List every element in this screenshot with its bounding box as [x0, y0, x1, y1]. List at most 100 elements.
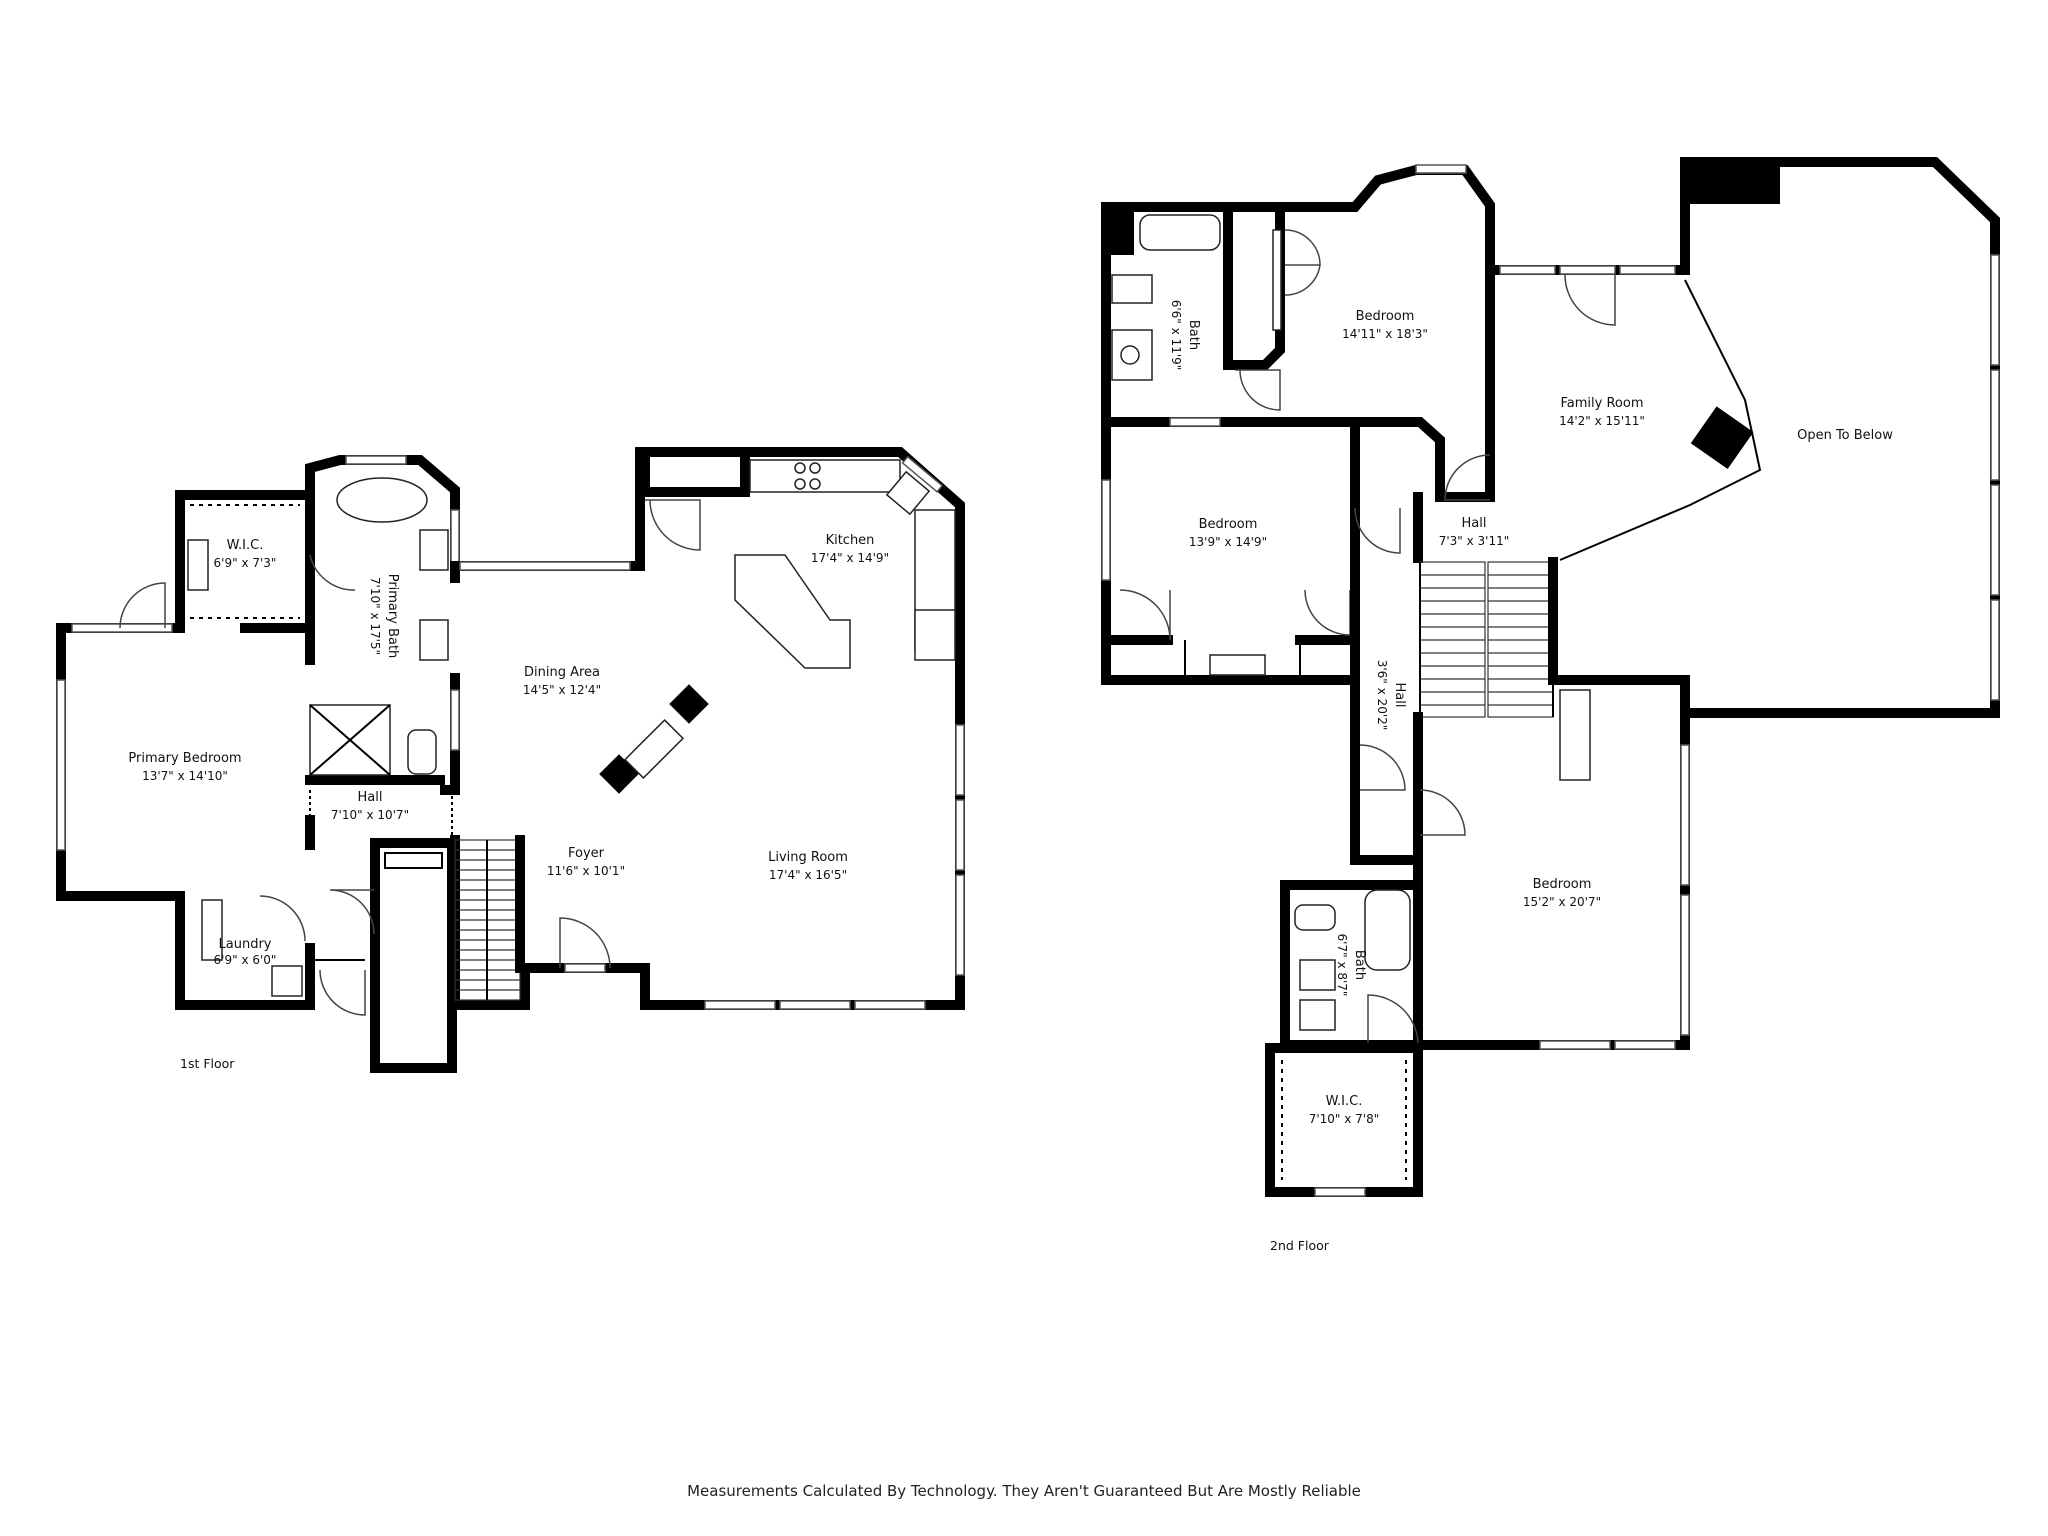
room-dims-kitchen: 17'4" x 14'9" [811, 551, 889, 565]
floor-label-second: 2nd Floor [1270, 1238, 1330, 1253]
measurement-disclaimer: Measurements Calculated By Technology. T… [687, 1482, 1361, 1500]
room-name-bedroom-right: Bedroom [1533, 877, 1592, 892]
shelf [187, 539, 209, 591]
room-dims-wic: 6'9" x 7'3" [214, 556, 277, 570]
room-dims-bath-lower: 6'7" x 8'7" [1335, 934, 1349, 997]
second-floor-plan [1101, 157, 2000, 1197]
room-dims-family-room: 14'2" x 15'11" [1559, 414, 1645, 428]
door-swing [1304, 589, 1351, 636]
room-name-wic: W.I.C. [227, 538, 264, 553]
window [1499, 265, 1556, 275]
window [1990, 484, 2000, 596]
window [459, 561, 631, 571]
floor-label-first: 1st Floor [180, 1056, 235, 1071]
door-swing [329, 889, 375, 935]
room-dims-wic-upper: 7'10" x 7'8" [1309, 1112, 1380, 1126]
sink-icon [419, 529, 449, 571]
room-name-foyer: Foyer [568, 846, 605, 861]
window [1680, 894, 1690, 1036]
window [1415, 164, 1467, 174]
staircase [454, 839, 521, 1001]
door-swing [1444, 454, 1491, 501]
room-name-dining-area: Dining Area [524, 665, 600, 680]
front-door-swing [559, 917, 611, 969]
counter [749, 459, 901, 493]
window [450, 689, 460, 751]
door-swing [119, 582, 166, 629]
window [1101, 479, 1111, 581]
window [1314, 1187, 1366, 1197]
room-dims-primary-bath: 7'10" x 17'5" [368, 577, 382, 655]
door-swing [319, 969, 366, 1016]
stove-burner-icon [794, 478, 806, 490]
door-swing [1564, 274, 1616, 326]
door-swing [645, 499, 701, 551]
room-dims-bedroom-left: 13'9" x 14'9" [1189, 535, 1267, 549]
sink-icon [1299, 999, 1336, 1031]
window [955, 874, 965, 976]
door-swing [1119, 589, 1171, 641]
room-name-bath-upper: Bath [1186, 320, 1201, 350]
room-name-bedroom-upper: Bedroom [1356, 309, 1415, 324]
room-name-hall-upper: Hall [1462, 516, 1487, 531]
door-swing [1367, 994, 1419, 1046]
room-dims-bedroom-right: 15'2" x 20'7" [1523, 895, 1601, 909]
first-floor-plan [56, 447, 965, 1073]
entry-door [564, 963, 606, 973]
window [704, 1000, 776, 1010]
window [1990, 254, 2000, 366]
utility-sink-icon [271, 965, 303, 997]
room-name-primary-bath: Primary Bath [385, 574, 400, 659]
toilet-icon [1294, 904, 1336, 931]
window [955, 799, 965, 871]
window [1614, 1040, 1676, 1050]
room-dims-bath-upper: 6'6" x 11'9" [1169, 300, 1183, 371]
room-name-family-room: Family Room [1561, 396, 1644, 411]
door-swing [1354, 507, 1401, 554]
closet-shelf [1559, 689, 1591, 781]
chimney [1690, 406, 1754, 470]
bathtub-icon [336, 477, 428, 523]
window [56, 679, 66, 851]
stove-burner-icon [794, 462, 806, 474]
kitchen-island [734, 554, 851, 669]
kitchen-sink-icon [885, 470, 931, 516]
room-name-living-room: Living Room [768, 850, 848, 865]
second-floor-labels: Bath 6'6" x 11'9" Bedroom 14'11" x 18'3"… [1169, 300, 1893, 1253]
window [1680, 744, 1690, 886]
window [345, 455, 407, 465]
window [1619, 265, 1676, 275]
staircase-upper [1419, 561, 1554, 718]
room-dims-living-room: 17'4" x 16'5" [769, 868, 847, 882]
window [1559, 265, 1616, 275]
room-dims-laundry: 6'9" x 6'0" [214, 953, 277, 967]
wall-chase [1106, 207, 1134, 255]
room-dims-dining-area: 14'5" x 12'4" [523, 683, 601, 697]
closet-doors [1284, 229, 1321, 296]
window [1990, 599, 2000, 701]
sink-icon [419, 619, 449, 661]
door-swing [1419, 789, 1466, 836]
door-opening [1169, 417, 1221, 427]
fireplace-icon [599, 684, 709, 794]
door-swing [259, 895, 306, 942]
door-swing [309, 554, 356, 591]
room-name-kitchen: Kitchen [826, 533, 875, 548]
sink-basin-icon [1120, 345, 1140, 365]
window [901, 455, 944, 493]
wall-chase [1685, 162, 1780, 204]
room-name-hall-vertical: Hall [1392, 683, 1407, 708]
room-dims-hall: 7'10" x 10'7" [331, 808, 409, 822]
bathtub-icon [1364, 889, 1411, 971]
refrigerator-icon [914, 609, 956, 661]
door-swing [1359, 744, 1406, 791]
room-dims-hall-vertical: 3'6" x 20'2" [1375, 660, 1389, 731]
window [1990, 369, 2000, 481]
window [71, 623, 173, 633]
window [854, 1000, 926, 1010]
closet-shelf [1209, 654, 1266, 676]
sink-icon [1299, 959, 1336, 991]
closet-rod [1272, 229, 1282, 331]
toilet-icon [1111, 274, 1153, 304]
room-name-wic-upper: W.I.C. [1326, 1094, 1363, 1109]
